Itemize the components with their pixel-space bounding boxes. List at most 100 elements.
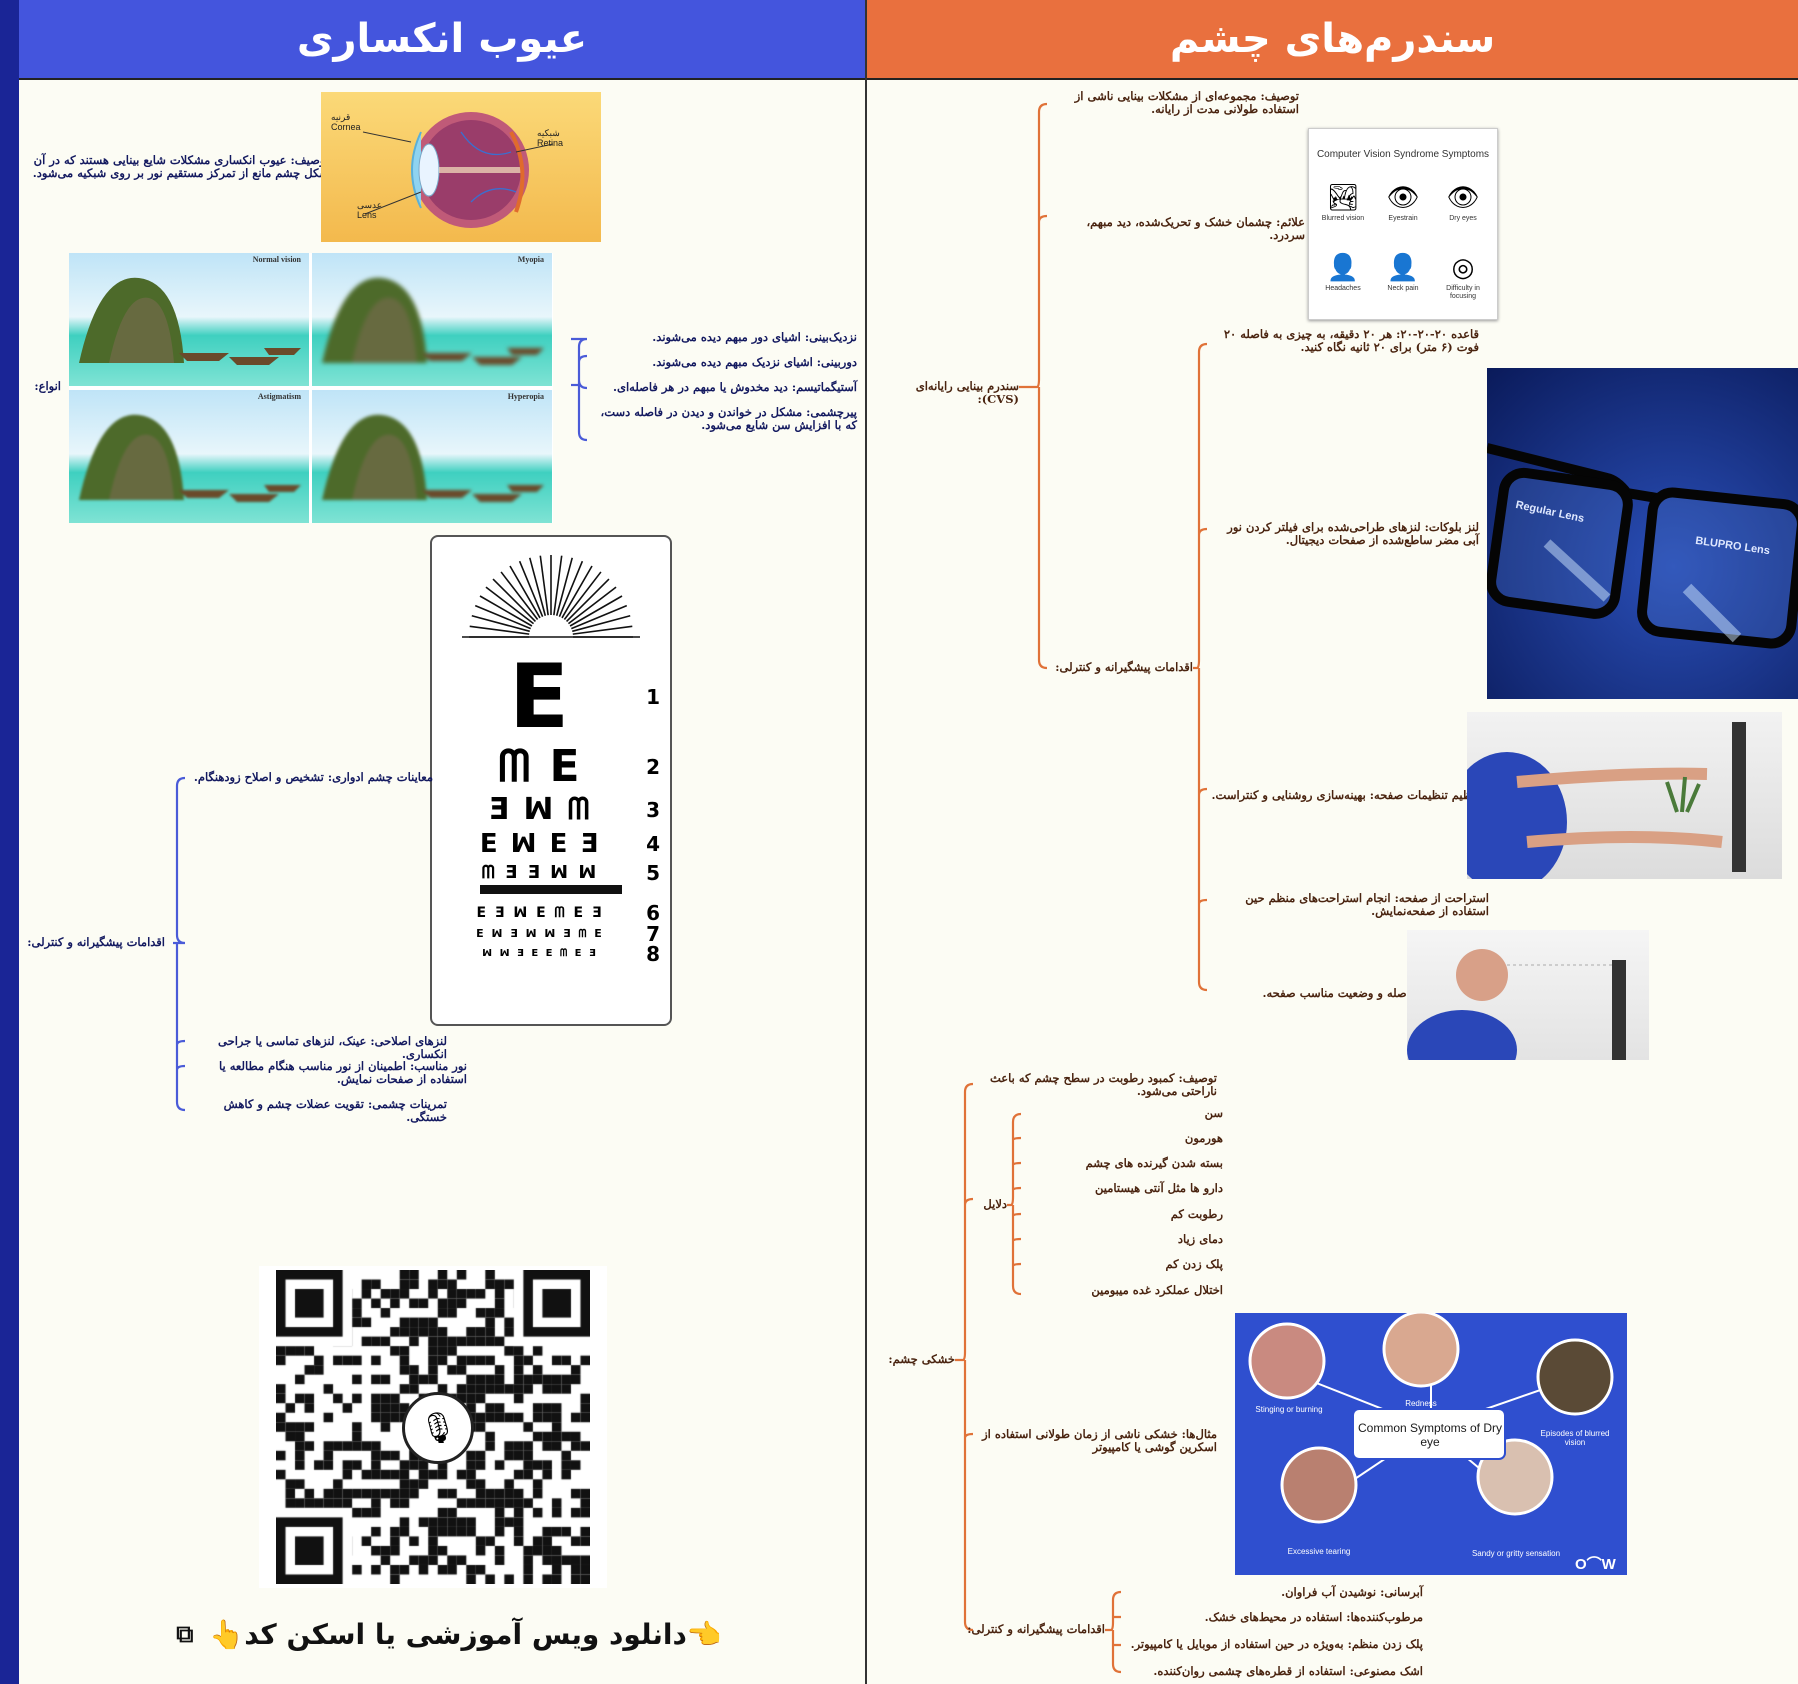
- microphone-icon: 🎙: [402, 1392, 474, 1464]
- eye-syndromes-panel: سندرم‌های چشم سندرم بینایی رایانه‌ای (CV…: [867, 0, 1798, 1684]
- symptom-blurred: Episodes of blurred vision: [1540, 1429, 1610, 1447]
- cvs-symptom-label: Blurred vision: [1321, 215, 1365, 222]
- screen-distance-image: [1467, 712, 1782, 879]
- cvs-symptom-label: Neck pain: [1387, 285, 1419, 292]
- eye-chart-red-line: [480, 885, 622, 895]
- dry-eye-cause: سن: [1204, 1106, 1223, 1120]
- symptom-icon: 👤: [1386, 253, 1420, 283]
- cvs-desc: توصیف: مجموعه‌ای از مشکلات بینایی ناشی ا…: [1074, 89, 1299, 116]
- cornea-label: Cornea: [331, 122, 361, 132]
- eye-chart-letters: E ꟽ Ǝ ꟽ ꟽ Ǝ ᗰ E: [476, 927, 604, 941]
- type-presbyopia: پیرچشمی: مشکل در خواندن و دیدن در فاصله …: [600, 405, 857, 432]
- eye-chart-line-number: 6: [646, 900, 660, 925]
- qr-code[interactable]: 🎙: [259, 1266, 607, 1588]
- left-prevention-lenses: لنزهای اصلاحی: عینک، لنزهای تماسی یا جرا…: [218, 1034, 447, 1061]
- dry-eye-image-title: Common Symptoms of Dry eye: [1357, 1421, 1503, 1449]
- eye-chart-row: E Ǝ ꟽ E ᗰ E Ǝ 6: [432, 900, 670, 925]
- cvs-symptom-label: Dry eyes: [1449, 215, 1477, 222]
- eye-chart-line-number: 1: [646, 684, 660, 709]
- left-edge-bar: [0, 0, 19, 1684]
- eye-anatomy-drawing: [362, 112, 554, 228]
- posture-drawing: [1407, 949, 1626, 1060]
- astigmatism-dial: [462, 555, 640, 638]
- brand-logo: O⌒W: [1575, 1556, 1616, 1573]
- eye-chart-line-number: 5: [646, 861, 660, 886]
- dry-eye-symptoms-image: Common Symptoms of Dry eye Redness Sting…: [1235, 1313, 1627, 1575]
- retina-label: Retina: [537, 138, 564, 148]
- download-voice-link[interactable]: 👈دانلود ویس آموزشی یا اسکن کد👆 ⧉: [169, 1612, 729, 1656]
- download-text: 👈دانلود ویس آموزشی یا اسکن کد👆: [209, 1617, 722, 1651]
- external-link-icon: ⧉: [176, 1620, 194, 1648]
- eye-chart-letters: ꟽ ꟽ Ǝ E E ᗰ E Ǝ: [482, 948, 598, 960]
- symptom-icon: 👤: [1326, 253, 1360, 283]
- cvs-prevention-label: اقدامات پیشگیرانه و کنترلی:: [1055, 660, 1193, 674]
- eye-chart-letters: E Ǝ ꟽ E ᗰ E Ǝ: [476, 904, 604, 921]
- lens-label-fa: عدسی: [357, 200, 383, 210]
- left-prevention-label: اقدامات پیشگیرانه و کنترلی:: [27, 935, 165, 949]
- cvs-symptom-item: 👁 Dry eyes: [1433, 181, 1493, 249]
- eye-chart-line-number: 8: [646, 942, 660, 967]
- vision-tile: Normal vision: [69, 253, 309, 386]
- dry-eye-cause: دمای زیاد: [1177, 1232, 1223, 1246]
- dry-eye-cause: پلک زدن کم: [1165, 1257, 1223, 1271]
- eye-chart-letters: E ꟽ E Ǝ: [479, 829, 601, 860]
- types-label: انواع:: [34, 379, 61, 393]
- symptom-icon: 👁: [1386, 183, 1420, 213]
- cvs-symptom-item: ◎Difficulty in focusing: [1433, 251, 1493, 319]
- cvs-symptoms: علائم: چشمان خشک و تحریک‌شده، دید مبهم، …: [1086, 215, 1305, 242]
- vision-tile: Astigmatism: [69, 390, 309, 523]
- cvs-screen-settings: تنظیم تنظیمات صفحه: بهینه‌سازی روشنایی و…: [1211, 788, 1479, 802]
- blue-light-glasses-image: Regular Lens BLUPRO Lens: [1487, 368, 1798, 699]
- cvs-symptom-item: 👁 Eyestrain: [1373, 181, 1433, 249]
- dry-eye-diagram: [1248, 1313, 1614, 1524]
- cornea-label-fa: قرنیه: [331, 112, 351, 122]
- cvs-symptom-label: Headaches: [1325, 285, 1361, 292]
- glasses-drawing: [1487, 443, 1798, 649]
- type-astigmatism: آستیگماتیسم: دید مخدوش یا مبهم در هر فاص…: [612, 380, 857, 394]
- cvs-symptom-item: 👤 Headaches: [1313, 251, 1373, 319]
- eye-chart-row: ꟽ ꟽ Ǝ E E ᗰ E Ǝ 8: [432, 942, 670, 967]
- vision-caption: Normal vision: [252, 255, 301, 264]
- lens-label: Lens: [357, 210, 377, 220]
- vision-caption: Astigmatism: [257, 392, 301, 401]
- symptom-tearing: Excessive tearing: [1287, 1547, 1351, 1556]
- dry-prevention-humidifier: مرطوب‌کننده‌ها: استفاده در محیط‌های خشک.: [1204, 1610, 1423, 1624]
- cvs-blue-light-lens: لنز بلوکات: لنزهای طراحی‌شده برای فیلتر …: [1227, 520, 1479, 547]
- vision-caption: Hyperopia: [507, 392, 544, 401]
- symptom-icon: 👁: [1446, 183, 1480, 213]
- eye-chart-letters: ᗰ E: [498, 740, 582, 792]
- eye-chart-line-number: 7: [646, 921, 660, 946]
- dry-eye-causes-label: دلایل: [983, 1197, 1007, 1211]
- cvs-symptoms-image-title: Computer Vision Syndrome Symptoms: [1316, 149, 1490, 160]
- cvs-symptom-item: 👤 Neck pain: [1373, 251, 1433, 319]
- dry-prevention-label: اقدامات پیشگیرانه و کنترلی:: [967, 1622, 1105, 1636]
- retina-label-fa: شبکیه: [537, 128, 560, 138]
- eye-chart-letters: Ǝ ꟽ ᗰ: [488, 792, 592, 828]
- left-prevention-exercise: تمرینات چشمی: تقویت عضلات چشم و کاهش خست…: [223, 1097, 447, 1124]
- symptom-icon: ◎: [1451, 253, 1475, 283]
- eye-chart-line-number: 2: [646, 754, 660, 779]
- dry-eye-cause: بسته شدن گیرنده های چشم: [1085, 1156, 1223, 1170]
- left-prevention-exam: معاینات چشم ادواری: تشخیص و اصلاح زودهنگ…: [193, 770, 433, 784]
- vision-caption: Myopia: [517, 255, 544, 264]
- eye-chart-line-number: 3: [646, 798, 660, 823]
- type-hyperopia: دوربینی: اشیای نزدیک مبهم دیده می‌شوند.: [652, 355, 857, 369]
- refractive-errors-panel: عیوب انکساری توصیف: عیوب انکساری مشکلات …: [19, 0, 867, 1684]
- eye-chart-row: Ǝ ꟽ ᗰ 3: [432, 793, 670, 828]
- dry-prevention-blinking: پلک زدن منظم: به‌ویژه در حین استفاده از …: [1130, 1637, 1423, 1651]
- symptom-redness: Redness: [1405, 1399, 1437, 1408]
- eye-syndromes-title: سندرم‌های چشم: [867, 0, 1798, 80]
- screen-distance-drawing: [1467, 722, 1746, 879]
- cvs-rule-20-20-20: قاعده ۲۰-۲۰-۲۰: هر ۲۰ دقیقه، به چیزی به …: [1223, 327, 1479, 354]
- eye-chart-row: ᗰ E 2: [432, 741, 670, 793]
- type-myopia: نزدیک‌بینی: اشیای دور مبهم دیده می‌شوند.: [652, 330, 857, 344]
- symptom-stinging: Stinging or burning: [1255, 1405, 1323, 1414]
- symptom-gritty: Sandy or gritty sensation: [1471, 1549, 1561, 1558]
- cvs-symptom-label: Eyestrain: [1388, 215, 1418, 222]
- dry-eye-desc: توصیف: کمبود رطوبت در سطح چشم که باعث نا…: [989, 1071, 1217, 1098]
- dry-eye-cause: هورمون: [1184, 1131, 1223, 1145]
- dry-eye-label: خشکی چشم:: [888, 1352, 955, 1366]
